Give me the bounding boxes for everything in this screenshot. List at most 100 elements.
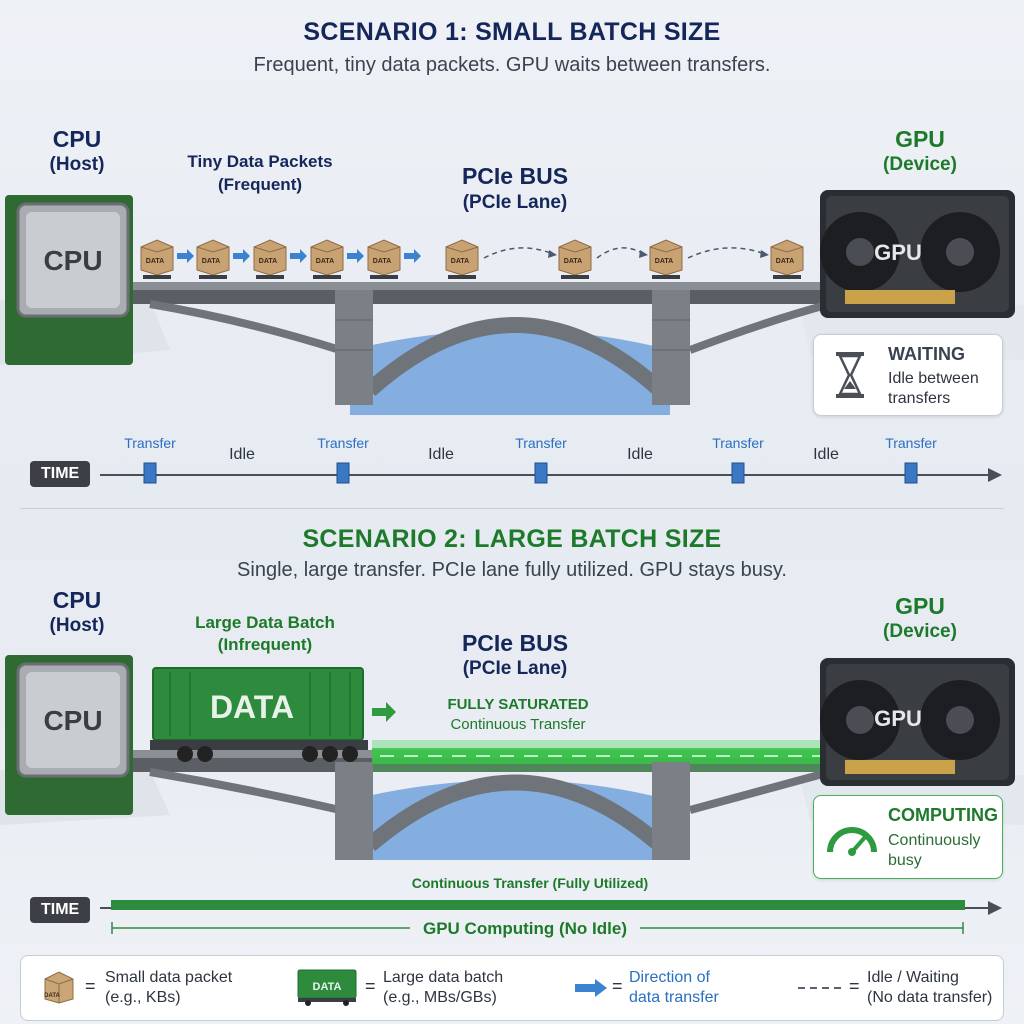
idle-dash (484, 248, 557, 258)
svg-text:Transfer: Transfer (885, 435, 937, 451)
data-packet: DATA (368, 240, 400, 279)
packet-label: DATA (373, 258, 391, 265)
computing-line1: Continuously (888, 832, 981, 850)
scenario1-title: SCENARIO 1: SMALL BATCH SIZE (0, 18, 1024, 47)
data-packet: DATA (197, 240, 229, 279)
container-arrow (372, 702, 396, 722)
gpu-card-text: GPU (874, 706, 922, 731)
legend-container-icon: DATA (296, 968, 358, 1006)
cpu-chip-text: CPU (43, 245, 102, 276)
packet-label: DATA (316, 258, 334, 265)
timeline-idle: Idle (428, 446, 454, 463)
idle-dash (688, 248, 769, 258)
legend-arrow-icon (573, 978, 609, 998)
transfer-arrow (233, 249, 250, 263)
gpu-computing-label: GPU Computing (No Idle) (410, 919, 640, 939)
transfer-arrow (177, 249, 194, 263)
legend-packet-line2: (e.g., KBs) (105, 988, 181, 1008)
scenario1-gpu-label: GPU (870, 126, 970, 153)
cpu-chip-text: CPU (43, 705, 102, 736)
continuous-transfer-bar (111, 900, 965, 910)
scenario2-subtitle: Single, large transfer. PCIe lane fully … (0, 559, 1024, 582)
bridge-pier-right (652, 290, 690, 405)
packet-label: DATA (776, 258, 794, 265)
legend-eq-1: = (85, 976, 96, 997)
scenario2-cpu-label: CPU (27, 587, 127, 614)
timeline-idle: Idle (813, 446, 839, 463)
legend-eq-2: = (365, 976, 376, 997)
scenario2-gpu-sub: (Device) (870, 621, 970, 643)
legend-packet-line1: Small data packet (105, 968, 232, 988)
computing-line2: busy (888, 852, 922, 870)
transfer-arrow (290, 249, 307, 263)
gauge-icon (824, 816, 880, 856)
legend-arrow-line1: Direction of (629, 968, 710, 988)
scenario2-cpu-sub: (Host) (27, 615, 127, 637)
transfer-arrow (347, 249, 364, 263)
data-packets: DATA DATA DATA DATA DATA DATA DATA DATA DATA (141, 240, 803, 279)
legend-packet-icon: DATA (41, 970, 77, 1004)
svg-text:Transfer: Transfer (515, 435, 567, 451)
scenario1-subtitle: Frequent, tiny data packets. GPU waits b… (0, 54, 1024, 77)
packet-label: DATA (564, 258, 582, 265)
transfer-arrow (404, 249, 421, 263)
waiting-status-box: WAITING Idle between transfers (813, 334, 1003, 416)
scenario1-time-chip: TIME (30, 461, 90, 487)
legend-dash-line1: Idle / Waiting (867, 968, 959, 988)
scenario1-cpu-sub: (Host) (27, 154, 127, 176)
packet-label: DATA (202, 258, 220, 265)
section-divider (20, 508, 1004, 509)
scenario1-gpu-sub: (Device) (870, 154, 970, 176)
transfer-bar-label: Continuous Transfer (Fully Utilized) (300, 875, 760, 891)
waiting-title: WAITING (888, 344, 965, 365)
packet-label: DATA (451, 258, 469, 265)
data-packet: DATA (141, 240, 173, 279)
svg-text:Idle: Idle (813, 446, 839, 463)
scenario2-time-chip: TIME (30, 897, 90, 923)
hourglass-icon (834, 351, 866, 399)
scenario1-cpu-label: CPU (27, 126, 127, 153)
data-packet: DATA (559, 240, 591, 279)
legend-eq-4: = (849, 976, 860, 997)
waiting-line1: Idle between (888, 370, 979, 388)
legend-packet-text: DATA (44, 993, 60, 999)
legend-container-text: DATA (313, 981, 342, 993)
svg-text:Transfer: Transfer (712, 435, 764, 451)
scenario1-bus-label: PCIe BUS (435, 163, 595, 190)
svg-text:Idle: Idle (229, 446, 255, 463)
legend-batch-line1: Large data batch (383, 968, 503, 988)
bridge-deck (130, 288, 830, 304)
svg-text:Transfer: Transfer (317, 435, 369, 451)
legend-batch-line2: (e.g., MBs/GBs) (383, 988, 497, 1008)
svg-text:Transfer: Transfer (124, 435, 176, 451)
idle-dash (597, 248, 648, 258)
gpu-card-text: GPU (874, 240, 922, 265)
scenario1-packets-label: Tiny Data Packets (170, 152, 350, 172)
data-packet: DATA (650, 240, 682, 279)
timeline-idle: Idle (627, 446, 653, 463)
packet-label: DATA (146, 258, 164, 265)
legend-dash-icon (796, 984, 844, 992)
data-packet: DATA (254, 240, 286, 279)
computing-title: COMPUTING (888, 805, 998, 826)
timeline-idle: Idle (229, 446, 255, 463)
data-packet: DATA (311, 240, 343, 279)
data-packet: DATA (446, 240, 478, 279)
scenario2-title: SCENARIO 2: LARGE BATCH SIZE (0, 525, 1024, 554)
computing-status-box: COMPUTING Continuously busy (813, 795, 1003, 879)
data-packet: DATA (771, 240, 803, 279)
packet-label: DATA (259, 258, 277, 265)
packet-label: DATA (655, 258, 673, 265)
svg-text:Idle: Idle (428, 446, 454, 463)
legend: DATA = Small data packet (e.g., KBs) DAT… (20, 955, 1004, 1021)
scenario2-gpu-label: GPU (870, 593, 970, 620)
bridge-pier-left (335, 290, 373, 405)
scenario2-batch-label: Large Data Batch (170, 613, 360, 633)
waiting-line2: transfers (888, 390, 950, 408)
legend-dash-line2: (No data transfer) (867, 988, 992, 1008)
legend-eq-3: = (612, 976, 623, 997)
legend-arrow-line2: data transfer (629, 988, 719, 1008)
svg-text:Idle: Idle (627, 446, 653, 463)
container-text: DATA (210, 689, 294, 725)
